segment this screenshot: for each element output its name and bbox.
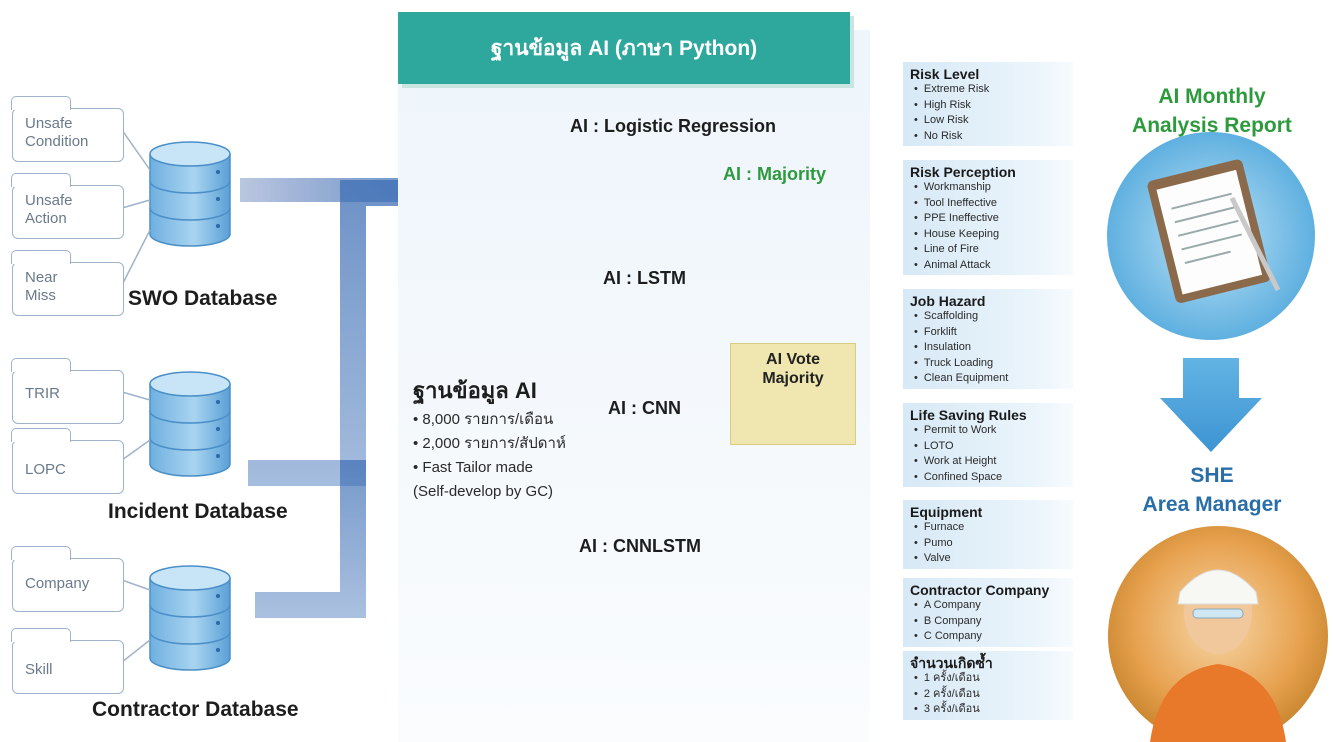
stat-item: (Self-develop by GC) (413, 483, 554, 500)
ai-database-subtitle: ฐานข้อมูล AI (413, 378, 537, 403)
category-item: 1 ครั้ง/เดือน (910, 671, 1073, 687)
category-item: Extreme Risk (910, 82, 1073, 98)
category-item: Work at Height (910, 454, 1073, 470)
category-item: Line of Fire (910, 242, 1073, 258)
company-folder: Company (11, 546, 124, 612)
category-title: จำนวนเกิดซ้ำ (910, 655, 993, 671)
folder-label: TRIR (25, 385, 60, 402)
category-item: Permit to Work (910, 423, 1073, 439)
manager-photo (1108, 526, 1328, 742)
category-title: Risk Level (910, 66, 980, 82)
model-cnn-label: AI : CNN (608, 398, 681, 418)
skill-folder: Skill (11, 628, 124, 694)
unsafe-condition-folder: Unsafe Condition (11, 96, 124, 162)
clipboard-icon (1147, 159, 1281, 303)
category-title: Job Hazard (910, 293, 986, 309)
category-contractor-company: Contractor Company A Company B Company C… (903, 578, 1073, 647)
category-item: Animal Attack (910, 258, 1073, 274)
category-item: Clean Equipment (910, 371, 1073, 387)
category-item: C Company (910, 629, 1073, 645)
category-job-hazard: Job Hazard Scaffolding Forklift Insulati… (903, 289, 1073, 389)
stat-item: 8,000 รายการ/เดือน (413, 408, 566, 432)
stat-item: Fast Tailor made (413, 456, 566, 480)
category-item: Truck Loading (910, 356, 1073, 372)
report-title: AI Monthly Analysis Report (1132, 85, 1292, 137)
category-item: A Company (910, 598, 1073, 614)
folder-label: Skill (25, 661, 53, 678)
incident-database-icon (149, 371, 231, 477)
stat-item: 2,000 รายการ/สัปดาห์ (413, 432, 565, 456)
model-logistic-regression-label: AI : Logistic Regression (570, 116, 777, 136)
category-item: Confined Space (910, 470, 1073, 486)
category-item: B Company (910, 614, 1073, 630)
category-risk-perception: Risk Perception Workmanship Tool Ineffec… (903, 160, 1073, 275)
folder-label: LOPC (25, 461, 66, 478)
model-cnnlstm-label: AI : CNNLSTM (579, 536, 701, 556)
vote-text: AI Vote Majority (762, 351, 824, 387)
unsafe-action-folder: Unsafe Action (11, 173, 124, 239)
category-recurrence: จำนวนเกิดซ้ำ 1 ครั้ง/เดือน 2 ครั้ง/เดือน… (903, 651, 1073, 720)
category-title: Contractor Company (910, 582, 1050, 598)
header-text: ฐานข้อมูล AI (ภาษา Python) (490, 36, 758, 60)
category-item: Valve (910, 551, 1073, 567)
category-item: Tool Ineffective (910, 196, 1073, 212)
category-item: LOTO (910, 439, 1073, 455)
folder-label: Unsafe Action (25, 192, 73, 227)
category-life-saving-rules: Life Saving Rules Permit to Work LOTO Wo… (903, 403, 1073, 487)
category-item: House Keeping (910, 227, 1073, 243)
category-item: Workmanship (910, 180, 1073, 196)
model-lstm-label: AI : LSTM (603, 268, 686, 288)
folder-label: Unsafe Condition (25, 115, 89, 150)
category-risk-level: Risk Level Extreme Risk High Risk Low Ri… (903, 62, 1073, 146)
down-arrow-icon (1160, 358, 1262, 452)
category-item: No Risk (910, 129, 1073, 145)
lopc-folder: LOPC (11, 428, 124, 494)
category-equipment: Equipment Furnace Pumo Valve (903, 500, 1073, 569)
category-item: Pumo (910, 536, 1073, 552)
category-item: Low Risk (910, 113, 1073, 129)
category-item: 2 ครั้ง/เดือน (910, 687, 1073, 703)
category-item: Scaffolding (910, 309, 1073, 325)
category-item: Furnace (910, 520, 1073, 536)
category-item: PPE Ineffective (910, 211, 1073, 227)
category-item: 3 ครั้ง/เดือน (910, 702, 1073, 718)
ai-database-header: ฐานข้อมูล AI (ภาษา Python) (398, 12, 850, 84)
vote-box: AI Vote Majority (730, 343, 856, 445)
category-title: Equipment (910, 504, 983, 520)
category-item: Insulation (910, 340, 1073, 356)
category-item: High Risk (910, 98, 1073, 114)
incident-database-title: Incident Database (108, 500, 288, 523)
majority-label: AI : Majority (723, 164, 827, 184)
trir-folder: TRIR (11, 358, 124, 424)
category-item: Forklift (910, 325, 1073, 341)
contractor-database-title: Contractor Database (92, 698, 299, 721)
she-area-manager-title: SHE Area Manager (1142, 464, 1282, 516)
incident-flow-arrow (248, 180, 400, 486)
category-title: Life Saving Rules (910, 407, 1027, 423)
swo-database-icon (149, 141, 231, 247)
category-title: Risk Perception (910, 164, 1016, 180)
contractor-database-icon (149, 565, 231, 671)
near-miss-folder: Near Miss (11, 250, 124, 316)
contractor-flow-arrow (255, 460, 366, 618)
folder-label: Company (25, 575, 90, 592)
ai-database-stats: 8,000 รายการ/เดือน 2,000 รายการ/สัปดาห์ … (413, 408, 566, 504)
swo-database-title: SWO Database (128, 287, 278, 310)
folder-label: Near Miss (25, 269, 58, 304)
